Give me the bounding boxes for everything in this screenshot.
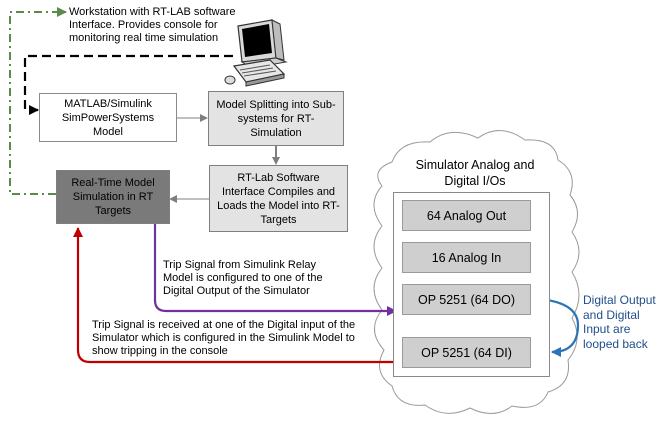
- splitting-box: Model Splitting into Sub-systems for RT-…: [208, 91, 344, 146]
- trip-out-line: [153, 224, 397, 316]
- trip-in-note: Trip Signal is received at one of the Di…: [92, 319, 356, 357]
- workstation-note: Workstation with RT-LAB software Interfa…: [69, 6, 236, 44]
- trip-out-note: Trip Signal from Simulink Relay Model is…: [163, 259, 323, 297]
- matlab-box: MATLAB/Simulink SimPowerSystems Model: [39, 93, 177, 142]
- module-analog-out: 64 Analog Out: [402, 200, 531, 231]
- loopback-note: Digital Output and Digital Input are loo…: [583, 293, 656, 351]
- module-analog-in: 16 Analog In: [402, 242, 531, 273]
- module-digital-out: OP 5251 (64 DO): [402, 284, 531, 315]
- workstation-to-matlab-line: [23, 54, 233, 115]
- realtime-box: Real-Time Model Simulation in RT Targets: [56, 170, 170, 224]
- simulator-title: Simulator Analog and Digital I/Os: [415, 158, 535, 188]
- green-feedback-line: [9, 7, 67, 195]
- trip-in-line: [73, 227, 398, 364]
- module-digital-in: OP 5251 (64 DI): [402, 337, 531, 368]
- computer-icon: [224, 19, 288, 87]
- compile-box: RT-Lab Software Interface Compiles and L…: [209, 165, 348, 232]
